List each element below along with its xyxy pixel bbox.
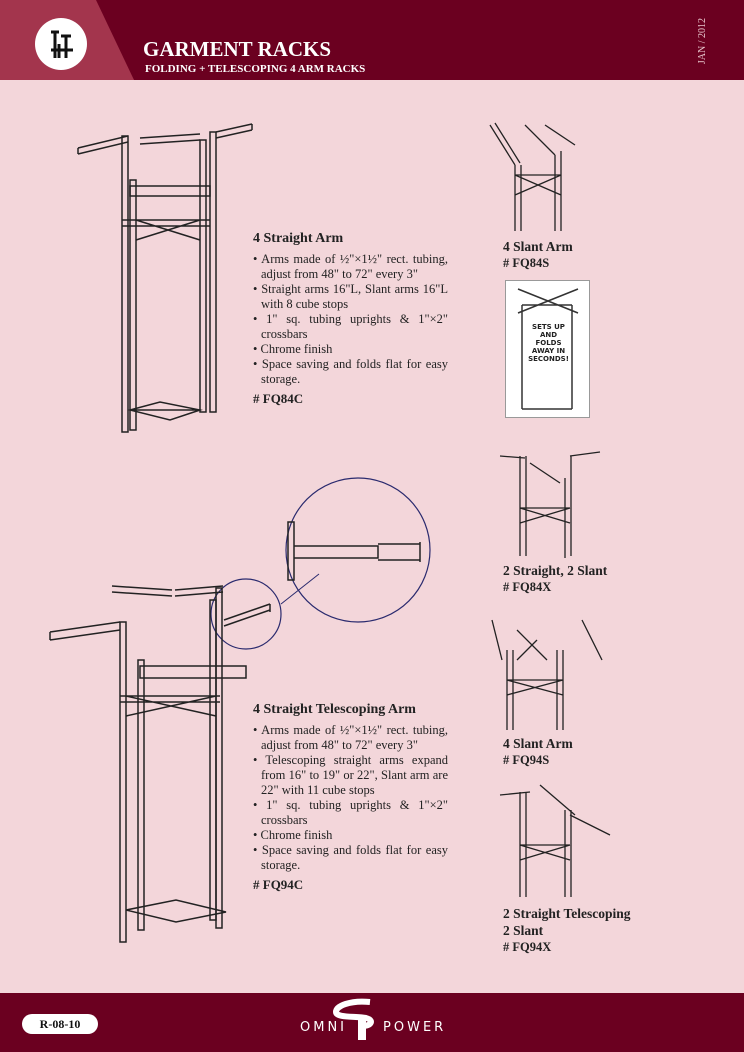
product-fq84c: 4 Straight Arm Arms made of ½"×1½" rect.… <box>253 231 448 406</box>
page-title: GARMENT RACKS <box>143 37 332 61</box>
bullet: Space saving and folds flat for easy sto… <box>253 843 448 873</box>
product-sku: # FQ94C <box>253 877 304 892</box>
product-sku: # FQ84C <box>253 391 304 406</box>
bullet: Telescoping straight arms expand from 16… <box>253 753 448 798</box>
variant-fq84x: 2 Straight, 2 Slant # FQ84X <box>503 562 607 596</box>
variant-sku: # FQ84S <box>503 256 550 270</box>
page-code: R-08-10 <box>22 1014 98 1034</box>
date-label: JAN / 2012 <box>697 18 708 65</box>
rack-fq84c-illustration <box>77 123 253 433</box>
variant-title-line2: 2 Slant <box>503 923 544 938</box>
product-photo: SETS UP AND FOLDS AWAY IN SECONDS! <box>505 280 590 418</box>
product-title: 4 Straight Arm <box>253 231 344 246</box>
bullet: Chrome finish <box>253 828 448 843</box>
page-subtitle: FOLDING + TELESCOPING 4 ARM RACKS <box>145 63 366 75</box>
header-accent-slant <box>96 0 134 80</box>
rack-fq84s-illustration <box>489 122 576 231</box>
bullet: 1" sq. tubing uprights & 1"×2" crossbars <box>253 312 448 342</box>
bullet: 1" sq. tubing uprights & 1"×2" crossbars <box>253 798 448 828</box>
variant-title: 4 Slant Arm <box>503 239 573 254</box>
variant-fq94x: 2 Straight Telescoping 2 Slant # FQ94X <box>503 905 631 956</box>
variant-sku: # FQ84X <box>503 580 552 594</box>
variant-fq84s: 4 Slant Arm # FQ84S <box>503 238 573 272</box>
bullet: Arms made of ½"×1½" rect. tubing, adjust… <box>253 252 448 282</box>
rack-logo-icon <box>35 18 87 70</box>
variant-sku: # FQ94X <box>503 940 552 954</box>
rack-fq94s-illustration <box>491 619 603 730</box>
rack-fq94c-illustration <box>49 477 431 943</box>
variant-sku: # FQ94S <box>503 753 550 767</box>
product-fq94c: 4 Straight Telescoping Arm Arms made of … <box>253 702 448 892</box>
variant-title: 4 Slant Arm <box>503 736 573 751</box>
brand-name: OMNI POWER <box>300 1020 446 1035</box>
omni-power-logo-icon <box>332 998 374 1040</box>
rack-fq84x-illustration <box>499 451 601 558</box>
bullet: Chrome finish <box>253 342 448 357</box>
bullet: Straight arms 16"L, Slant arms 16"L with… <box>253 282 448 312</box>
brand-left: OMNI <box>300 1020 348 1035</box>
brand-right: POWER <box>383 1020 447 1035</box>
variant-title: 2 Straight Telescoping <box>503 906 631 921</box>
variant-title: 2 Straight, 2 Slant <box>503 563 608 578</box>
variant-fq94s: 4 Slant Arm # FQ94S <box>503 735 573 769</box>
rack-fq94x-illustration <box>499 784 611 897</box>
product-title: 4 Straight Telescoping Arm <box>253 702 416 717</box>
bullet: Arms made of ½"×1½" rect. tubing, adjust… <box>253 723 448 753</box>
bullet: Space saving and folds flat for easy sto… <box>253 357 448 387</box>
photo-caption: SETS UP AND FOLDS AWAY IN SECONDS! <box>528 323 569 363</box>
